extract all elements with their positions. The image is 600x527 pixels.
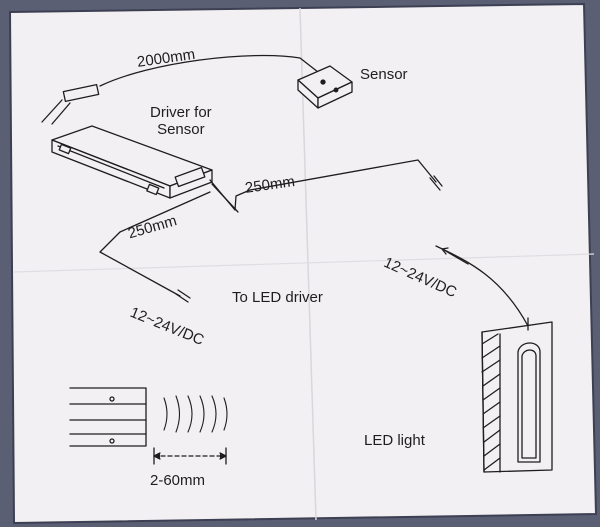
to-led-driver-label: To LED driver [232,289,323,306]
sensor-cable [99,54,319,87]
cable-connector [62,83,100,103]
sensing-waves [163,395,228,433]
driver-output-cable-left [99,191,211,297]
distance-range-label: 2-60mm [150,472,206,489]
sensor-module [297,65,353,109]
connector-neck [51,102,71,125]
dimension-line [153,447,227,465]
driver-label: Driver for Sensor [150,104,212,139]
connector-neck [41,99,63,123]
sensor-label: Sensor [360,66,408,83]
led-light-profile [481,317,553,473]
direction-arrow-head [441,247,449,255]
distance-panels [69,387,147,447]
wire-end [175,293,189,303]
driver-output-cable-right-pair [211,183,239,213]
driver-box [51,125,213,199]
wire-end [429,177,441,191]
wire-end [433,175,443,187]
fold-crease [13,253,595,273]
wire-end [177,289,191,299]
led-light-label: LED light [364,432,425,449]
direction-arrow [443,249,469,265]
